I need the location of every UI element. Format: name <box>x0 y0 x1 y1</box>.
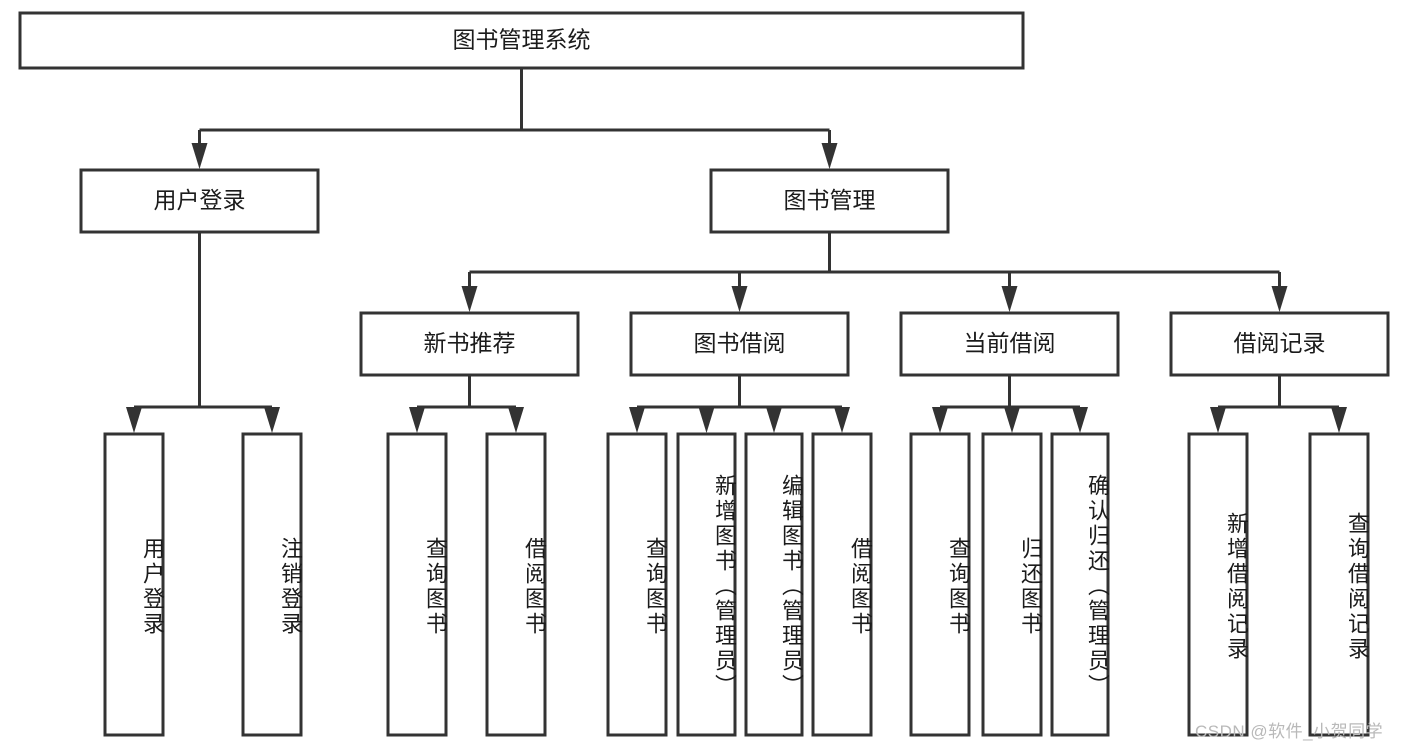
node-borrow-record[interactable] <box>1169 311 1390 377</box>
arrow-head-icon <box>1004 407 1020 433</box>
node-leaf-add-record[interactable] <box>1187 432 1249 737</box>
arrow-head-icon <box>932 407 948 433</box>
node-leaf-borrow-book-1[interactable] <box>485 432 547 737</box>
arrow-head-icon <box>409 407 425 433</box>
node-new-book-rec-label: 新书推荐 <box>424 330 516 356</box>
node-leaf-query-record[interactable] <box>1308 432 1370 737</box>
arrow-head-icon <box>731 286 748 312</box>
arrow-head-icon <box>191 143 208 169</box>
node-leaf-user-login[interactable] <box>103 432 165 737</box>
boxes-layer <box>18 11 1390 737</box>
arrow-head-icon <box>461 286 478 312</box>
arrow-head-icon <box>264 407 280 433</box>
arrow-head-icon <box>1271 286 1288 312</box>
connectors-layer <box>126 68 1347 433</box>
node-current-borrow-label: 当前借阅 <box>964 330 1056 356</box>
arrow-head-icon <box>126 407 142 433</box>
arrow-head-icon <box>821 143 838 169</box>
node-new-book-rec[interactable] <box>359 311 580 377</box>
node-borrow-record-label: 借阅记录 <box>1234 330 1326 356</box>
arrow-head-icon <box>1001 286 1018 312</box>
node-leaf-return-book[interactable] <box>981 432 1043 737</box>
node-leaf-query-book-2[interactable] <box>606 432 668 737</box>
node-root[interactable] <box>18 11 1025 70</box>
node-leaf-add-book[interactable] <box>676 432 737 737</box>
arrow-head-icon <box>508 407 524 433</box>
arrow-head-icon <box>1072 407 1088 433</box>
node-book-manage[interactable] <box>709 168 950 234</box>
watermark-csdn: CSDN @软件_小贺同学 <box>1195 722 1384 741</box>
arrow-head-icon <box>1331 407 1347 433</box>
node-book-borrow[interactable] <box>629 311 850 377</box>
node-user-login-label: 用户登录 <box>154 187 246 213</box>
node-leaf-edit-book[interactable] <box>744 432 804 737</box>
node-leaf-confirm-return[interactable] <box>1050 432 1110 737</box>
arrow-head-icon <box>629 407 645 433</box>
node-leaf-borrow-book-2[interactable] <box>811 432 873 737</box>
node-leaf-query-book-3[interactable] <box>909 432 971 737</box>
arrow-head-icon <box>1210 407 1226 433</box>
node-root-label: 图书管理系统 <box>453 27 591 53</box>
node-leaf-user-logout[interactable] <box>241 432 303 737</box>
arrow-head-icon <box>834 407 850 433</box>
node-book-manage-label: 图书管理 <box>784 187 876 213</box>
arrow-head-icon <box>766 407 782 433</box>
node-user-login[interactable] <box>79 168 320 234</box>
node-book-borrow-label: 图书借阅 <box>694 330 786 356</box>
node-current-borrow[interactable] <box>899 311 1120 377</box>
arrow-head-icon <box>698 407 715 433</box>
node-leaf-query-book-1[interactable] <box>386 432 448 737</box>
